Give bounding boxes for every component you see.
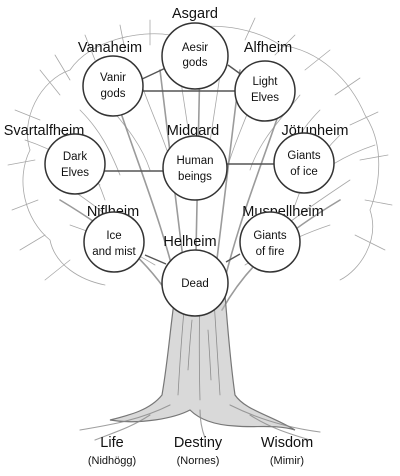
- root-wisdom-source: (Mimir): [270, 455, 304, 467]
- realm-label-alfheim: Alfheim: [244, 40, 292, 56]
- realm-node-asgard: Asgard Aesir gods: [161, 6, 229, 90]
- realm-circle-midgard: [162, 135, 228, 201]
- root-life: Life (Nidhögg): [88, 435, 136, 467]
- inhabitant-svartalfheim-1: Dark: [63, 151, 88, 163]
- inhabitant-jotunheim-1: Giants: [287, 150, 320, 162]
- inhabitant-midgard-1: Human: [176, 155, 213, 167]
- connector-muspellheim-helheim: [225, 253, 241, 263]
- realm-circle-jotunheim: [273, 132, 335, 194]
- realm-circle-vanaheim: [82, 55, 144, 117]
- inhabitant-niflheim-2: and mist: [92, 246, 136, 258]
- inhabitant-vanaheim-2: gods: [101, 88, 126, 100]
- tree-roots: Life (Nidhögg) Destiny (Nornes) Wisdom (…: [88, 435, 313, 467]
- realm-node-muspellheim: Muspellheim Giants of fire: [239, 204, 324, 273]
- realm-node-svartalfheim: Svartalfheim Dark Elves: [4, 123, 106, 195]
- realm-node-jotunheim: Jötunheim Giants of ice: [273, 123, 348, 194]
- root-life-name: Life: [100, 435, 123, 451]
- realm-circle-muspellheim: [239, 211, 301, 273]
- realm-node-midgard: Midgard Human beings: [162, 123, 228, 201]
- realm-label-svartalfheim: Svartalfheim: [4, 123, 85, 139]
- realm-node-niflheim: Niflheim Ice and mist: [83, 204, 145, 273]
- realm-label-helheim: Helheim: [163, 234, 216, 250]
- realm-node-helheim: Helheim Dead: [161, 234, 229, 317]
- realm-circle-svartalfheim: [44, 133, 106, 195]
- inhabitant-niflheim-1: Ice: [106, 230, 121, 242]
- inhabitant-asgard-2: gods: [183, 57, 208, 69]
- root-life-source: (Nidhögg): [88, 455, 136, 467]
- inhabitant-vanaheim-1: Vanir: [100, 72, 126, 84]
- realm-circle-alfheim: [234, 60, 296, 122]
- realm-node-alfheim: Alfheim Light Elves: [234, 40, 296, 122]
- root-destiny: Destiny (Nornes): [174, 435, 223, 467]
- inhabitant-svartalfheim-2: Elves: [61, 167, 89, 179]
- realm-node-vanaheim: Vanaheim Vanir gods: [78, 40, 144, 117]
- realm-label-midgard: Midgard: [167, 123, 219, 139]
- realm-circle-asgard: [161, 22, 229, 90]
- realm-label-vanaheim: Vanaheim: [78, 40, 142, 56]
- inhabitant-jotunheim-2: of ice: [290, 166, 318, 178]
- root-wisdom: Wisdom (Mimir): [261, 435, 313, 467]
- realm-label-asgard: Asgard: [172, 6, 218, 22]
- realm-nodes: Asgard Aesir gods Vanaheim Vanir gods Al…: [4, 6, 348, 317]
- connector-niflheim-helheim: [144, 254, 167, 265]
- inhabitant-muspellheim-2: of fire: [256, 246, 285, 258]
- root-wisdom-name: Wisdom: [261, 435, 313, 451]
- root-destiny-name: Destiny: [174, 435, 223, 451]
- inhabitant-midgard-2: beings: [178, 171, 212, 183]
- inhabitant-alfheim-2: Elves: [251, 92, 279, 104]
- inhabitant-asgard-1: Aesir: [182, 42, 208, 54]
- realm-circle-helheim: [161, 249, 229, 317]
- root-destiny-source: (Nornes): [177, 455, 220, 467]
- inhabitant-helheim: Dead: [181, 278, 209, 290]
- inhabitant-muspellheim-1: Giants: [253, 230, 286, 242]
- realm-circle-niflheim: [83, 211, 145, 273]
- inhabitant-alfheim-1: Light: [253, 76, 279, 88]
